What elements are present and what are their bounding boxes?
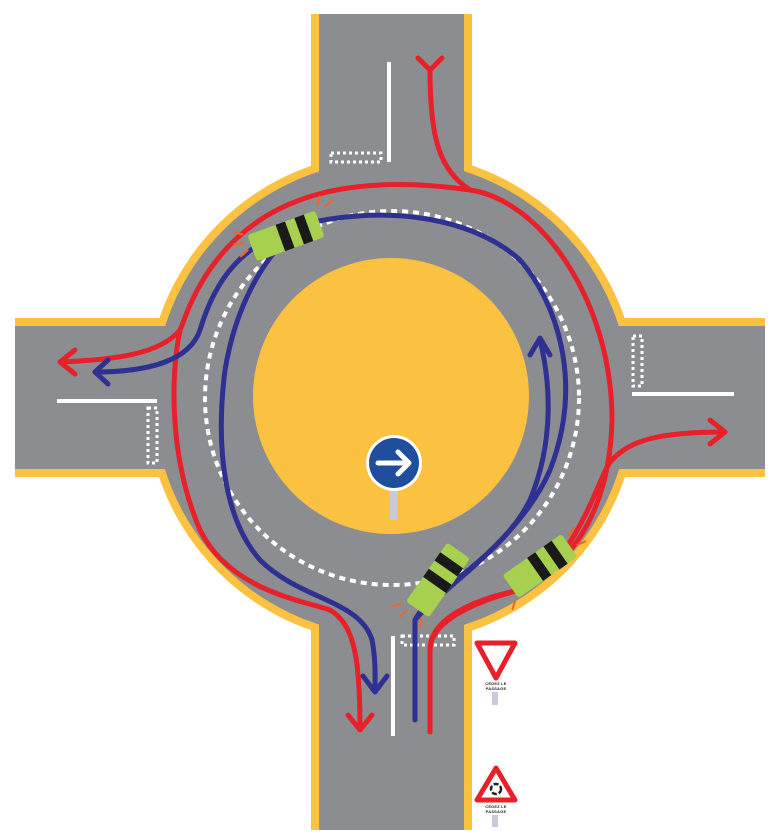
central-island: [253, 258, 529, 534]
yield-sign: [474, 640, 518, 705]
car: [392, 543, 469, 629]
road-markings: [57, 62, 734, 736]
car: [503, 526, 587, 611]
roundabout-icon: [489, 782, 503, 796]
mandatory-direction-sign: [366, 435, 422, 520]
roundabout-sign-label: CÉDEZ LE PASSAGE: [485, 804, 507, 814]
dashed-lane-line: [203, 209, 581, 587]
roundabout-warning-sign: [474, 765, 518, 827]
red-route: [57, 55, 728, 735]
yield-sign-label: CÉDEZ LE PASSAGE: [485, 681, 507, 691]
arrow-right-icon: [375, 449, 412, 477]
car: [233, 195, 334, 261]
